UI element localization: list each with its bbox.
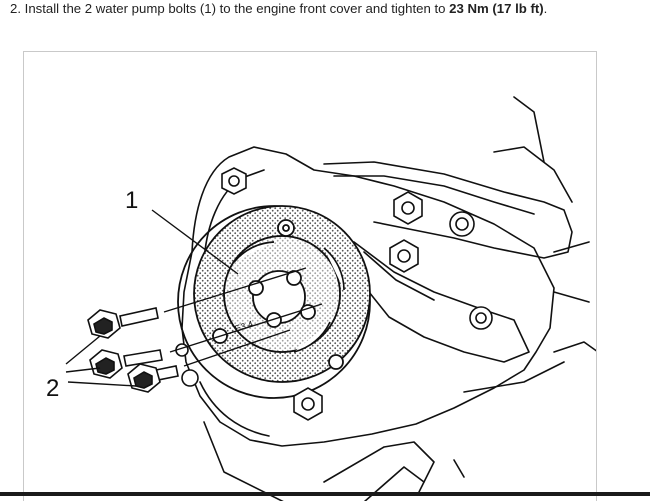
bolt-middle — [389, 239, 419, 273]
callout-1: 1 — [125, 187, 139, 214]
instruction-prefix: 2. Install the 2 water pump bolts (1) to… — [10, 1, 450, 16]
water-pump — [177, 205, 371, 399]
line-drawing: E3 4 — [65, 96, 596, 501]
bolt-bracket-right — [449, 211, 475, 237]
bolt-top-left — [221, 167, 247, 195]
lower-frame — [323, 441, 435, 493]
callout-2: 2 — [46, 375, 60, 402]
loose-pump-bolts — [87, 307, 179, 393]
bolt-bottom-center — [293, 387, 323, 421]
bottom-border — [0, 492, 650, 496]
loose-bolt-lower — [127, 363, 179, 393]
leader-lines — [65, 209, 323, 387]
torque-spec: 23 Nm (17 lb ft) — [449, 1, 544, 16]
loose-bolt-middle — [89, 349, 163, 379]
bolt-lower-right — [469, 306, 493, 330]
upper-bracket — [323, 161, 573, 259]
instruction-text: 2. Install the 2 water pump bolts (1) to… — [10, 0, 640, 18]
loose-bolt-upper — [87, 307, 159, 339]
lower-bracket — [353, 241, 530, 363]
front-cover-outline — [181, 146, 555, 447]
instruction-suffix: . — [543, 1, 548, 16]
water-pump-illustration: E3 4 — [23, 51, 597, 501]
bolt-upper-bracket — [393, 191, 423, 225]
